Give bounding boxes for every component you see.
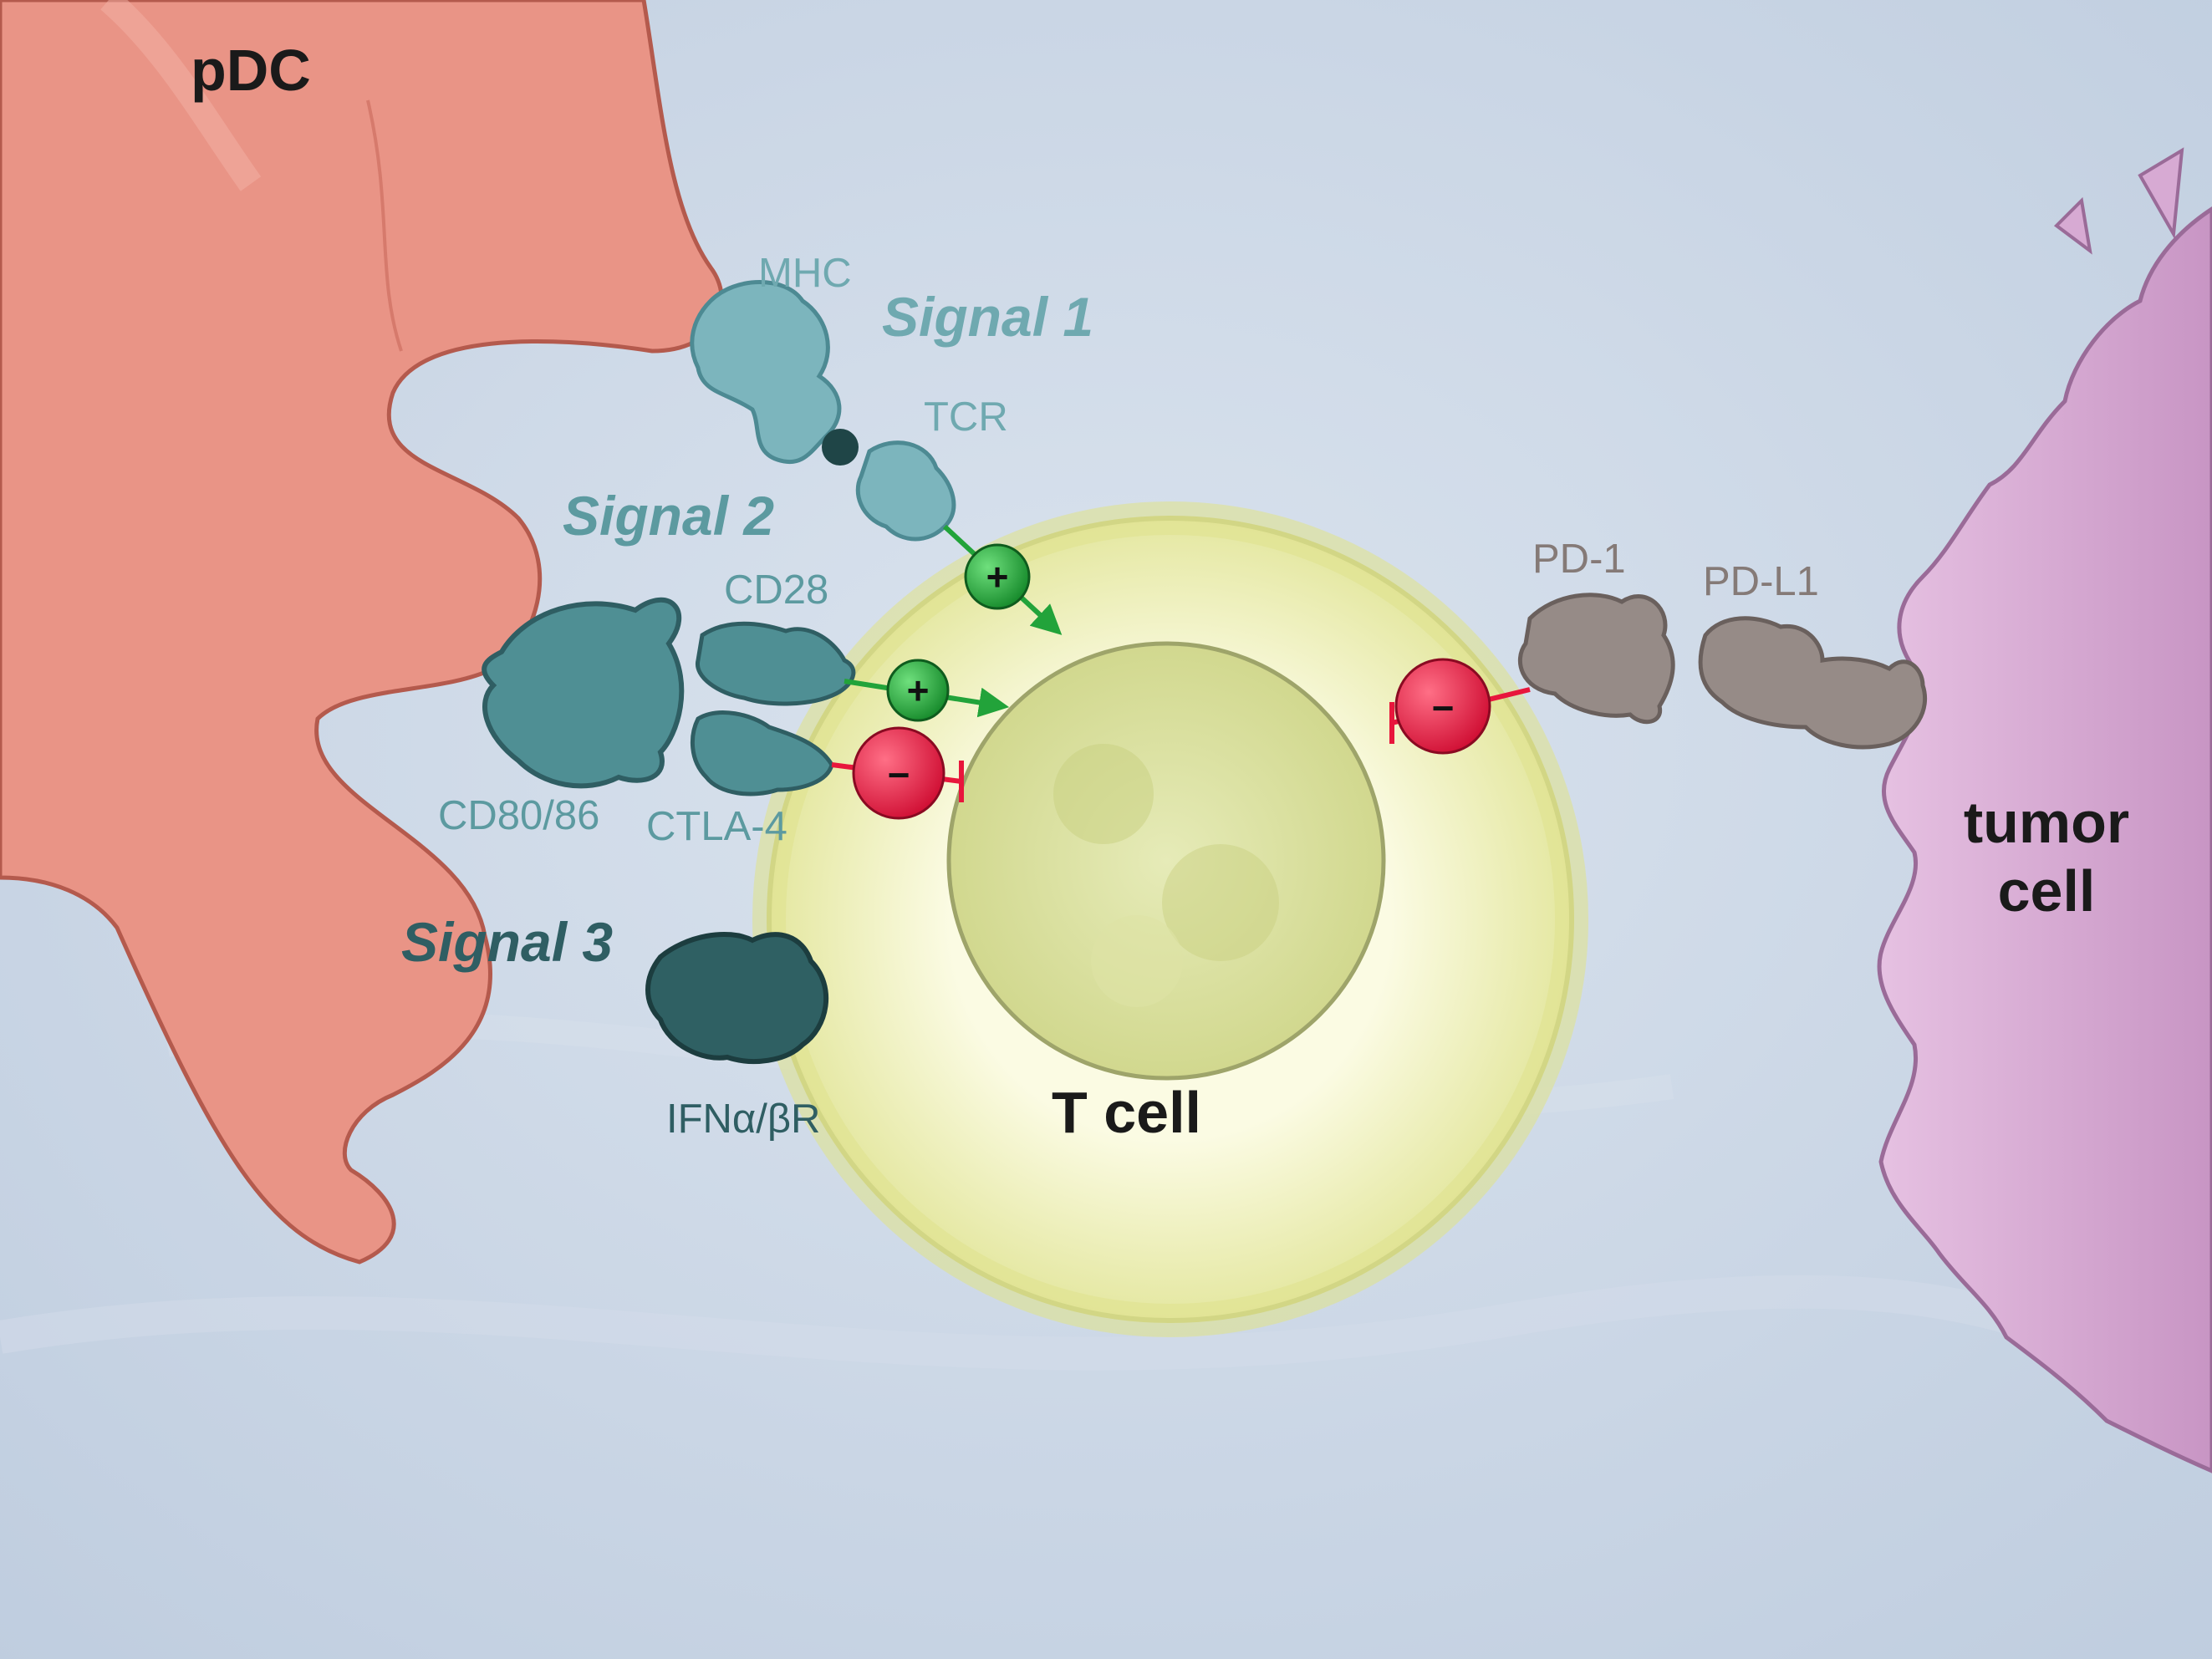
- pdl1-molecule: [1698, 616, 1928, 750]
- plus-symbol: +: [907, 669, 930, 712]
- ctla4-molecule: [690, 710, 834, 796]
- signal3-label: Signal 3: [401, 911, 613, 973]
- signal2-label: Signal 2: [563, 485, 774, 547]
- inhibition-ctla4: −: [831, 726, 964, 820]
- cd80-86-molecule: [482, 597, 685, 789]
- pdl1-label: PD-L1: [1703, 559, 1819, 604]
- cd28-label: CD28: [724, 567, 828, 613]
- tcr-label: TCR: [924, 394, 1008, 440]
- plus-marker-signal1: +: [964, 543, 1031, 610]
- plus-marker-signal2: +: [886, 659, 950, 722]
- tumor-cell-label-line1: tumor: [1964, 790, 2129, 855]
- peptide-dot: [822, 429, 859, 466]
- ifn-receptor-molecule: [645, 931, 829, 1064]
- mhc-label: MHC: [758, 251, 852, 296]
- signal1-label: Signal 1: [882, 286, 1093, 348]
- plus-symbol: +: [986, 555, 1009, 598]
- pdc-label: pDC: [191, 38, 311, 103]
- mhc-molecule: [690, 280, 842, 465]
- inhibition-pd1: −: [1389, 658, 1531, 755]
- t-cell-nucleus: [946, 641, 1386, 1081]
- pd1-molecule: [1517, 593, 1675, 725]
- minus-symbol: −: [1432, 686, 1455, 730]
- cd28-molecule: [696, 621, 856, 706]
- ifn-receptor-label: IFNα/βR: [666, 1097, 820, 1142]
- pd1-label: PD-1: [1532, 537, 1626, 582]
- tumor-cell-label-line2: cell: [1998, 858, 2096, 924]
- t-cell-label: T cell: [1052, 1080, 1201, 1145]
- ctla4-label: CTLA-4: [646, 804, 787, 849]
- tumor-cell: [1877, 147, 2212, 1473]
- cd80-86-label: CD80/86: [438, 793, 599, 838]
- pdc-cell: [0, 0, 724, 1265]
- minus-symbol: −: [888, 753, 910, 796]
